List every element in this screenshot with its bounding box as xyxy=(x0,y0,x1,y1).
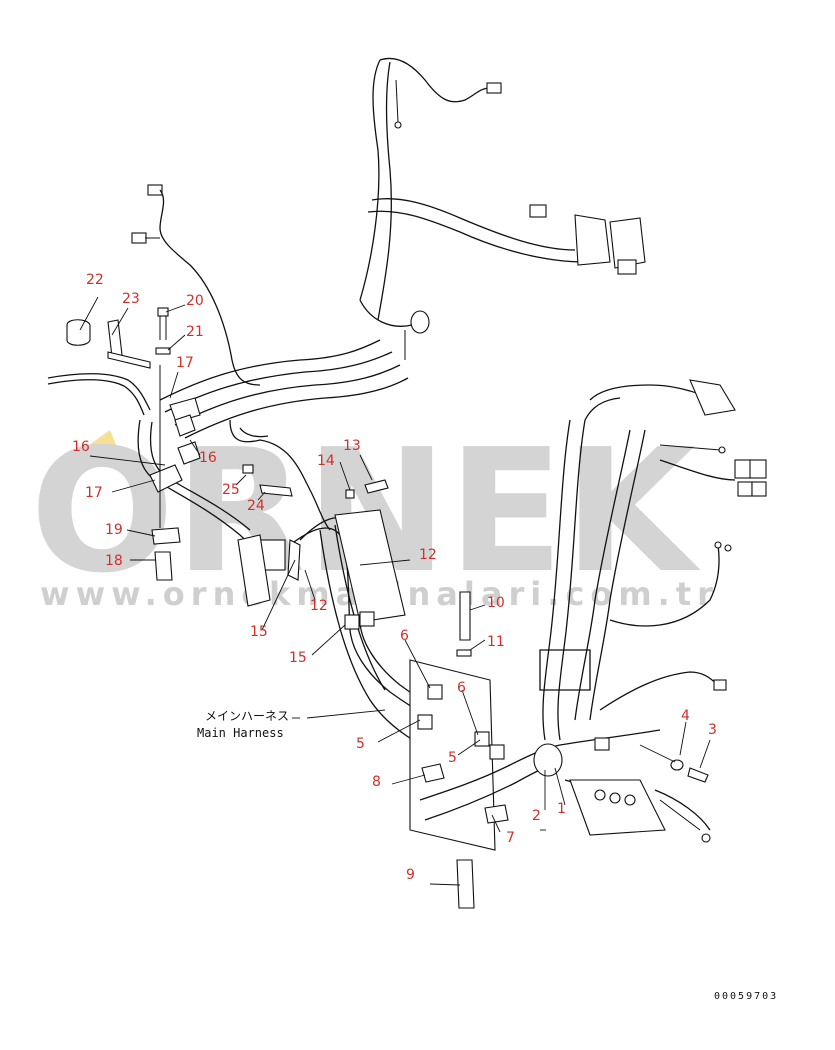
harness-line-art xyxy=(47,57,767,909)
callout-12a: 12 xyxy=(419,547,437,563)
callout-7: 7 xyxy=(506,830,515,846)
callout-16b: 16 xyxy=(199,450,217,466)
callout-6a: 6 xyxy=(400,628,409,644)
callout-5a: 5 xyxy=(356,736,365,752)
callout-23: 23 xyxy=(122,291,140,307)
watermark-accent-shape xyxy=(75,430,120,455)
callout-3: 3 xyxy=(708,722,717,738)
callout-12b: 12 xyxy=(310,598,328,614)
callout-1: 1 xyxy=(557,801,566,817)
callout-14: 14 xyxy=(317,453,335,469)
callout-13: 13 xyxy=(343,438,361,454)
callout-25: 25 xyxy=(222,482,240,498)
main-harness-label: メインハーネス Main Harness xyxy=(197,709,289,740)
callout-18: 18 xyxy=(105,553,123,569)
callout-labels: 1 2 3 4 5 5 6 6 7 8 9 10 11 12 12 13 14 … xyxy=(72,272,717,883)
callout-19: 19 xyxy=(105,522,123,538)
callout-11: 11 xyxy=(487,634,505,650)
callout-10: 10 xyxy=(487,595,505,611)
callout-6b: 6 xyxy=(457,680,466,696)
main-harness-label-en: Main Harness xyxy=(197,726,284,740)
callout-2: 2 xyxy=(532,808,541,824)
callout-22: 22 xyxy=(86,272,104,288)
callout-24: 24 xyxy=(247,498,265,514)
document-number: 00059703 xyxy=(714,991,778,1002)
callout-16a: 16 xyxy=(72,439,90,455)
callout-15a: 15 xyxy=(250,624,268,640)
callout-5b: 5 xyxy=(448,750,457,766)
callout-20: 20 xyxy=(186,293,204,309)
callout-17a: 17 xyxy=(176,355,194,371)
main-harness-label-jp: メインハーネス xyxy=(205,709,289,723)
callout-17b: 17 xyxy=(85,485,103,501)
callout-9: 9 xyxy=(406,867,415,883)
callout-8: 8 xyxy=(372,774,381,790)
callout-15b: 15 xyxy=(289,650,307,666)
callout-4: 4 xyxy=(681,708,690,724)
callout-21: 21 xyxy=(186,324,204,340)
